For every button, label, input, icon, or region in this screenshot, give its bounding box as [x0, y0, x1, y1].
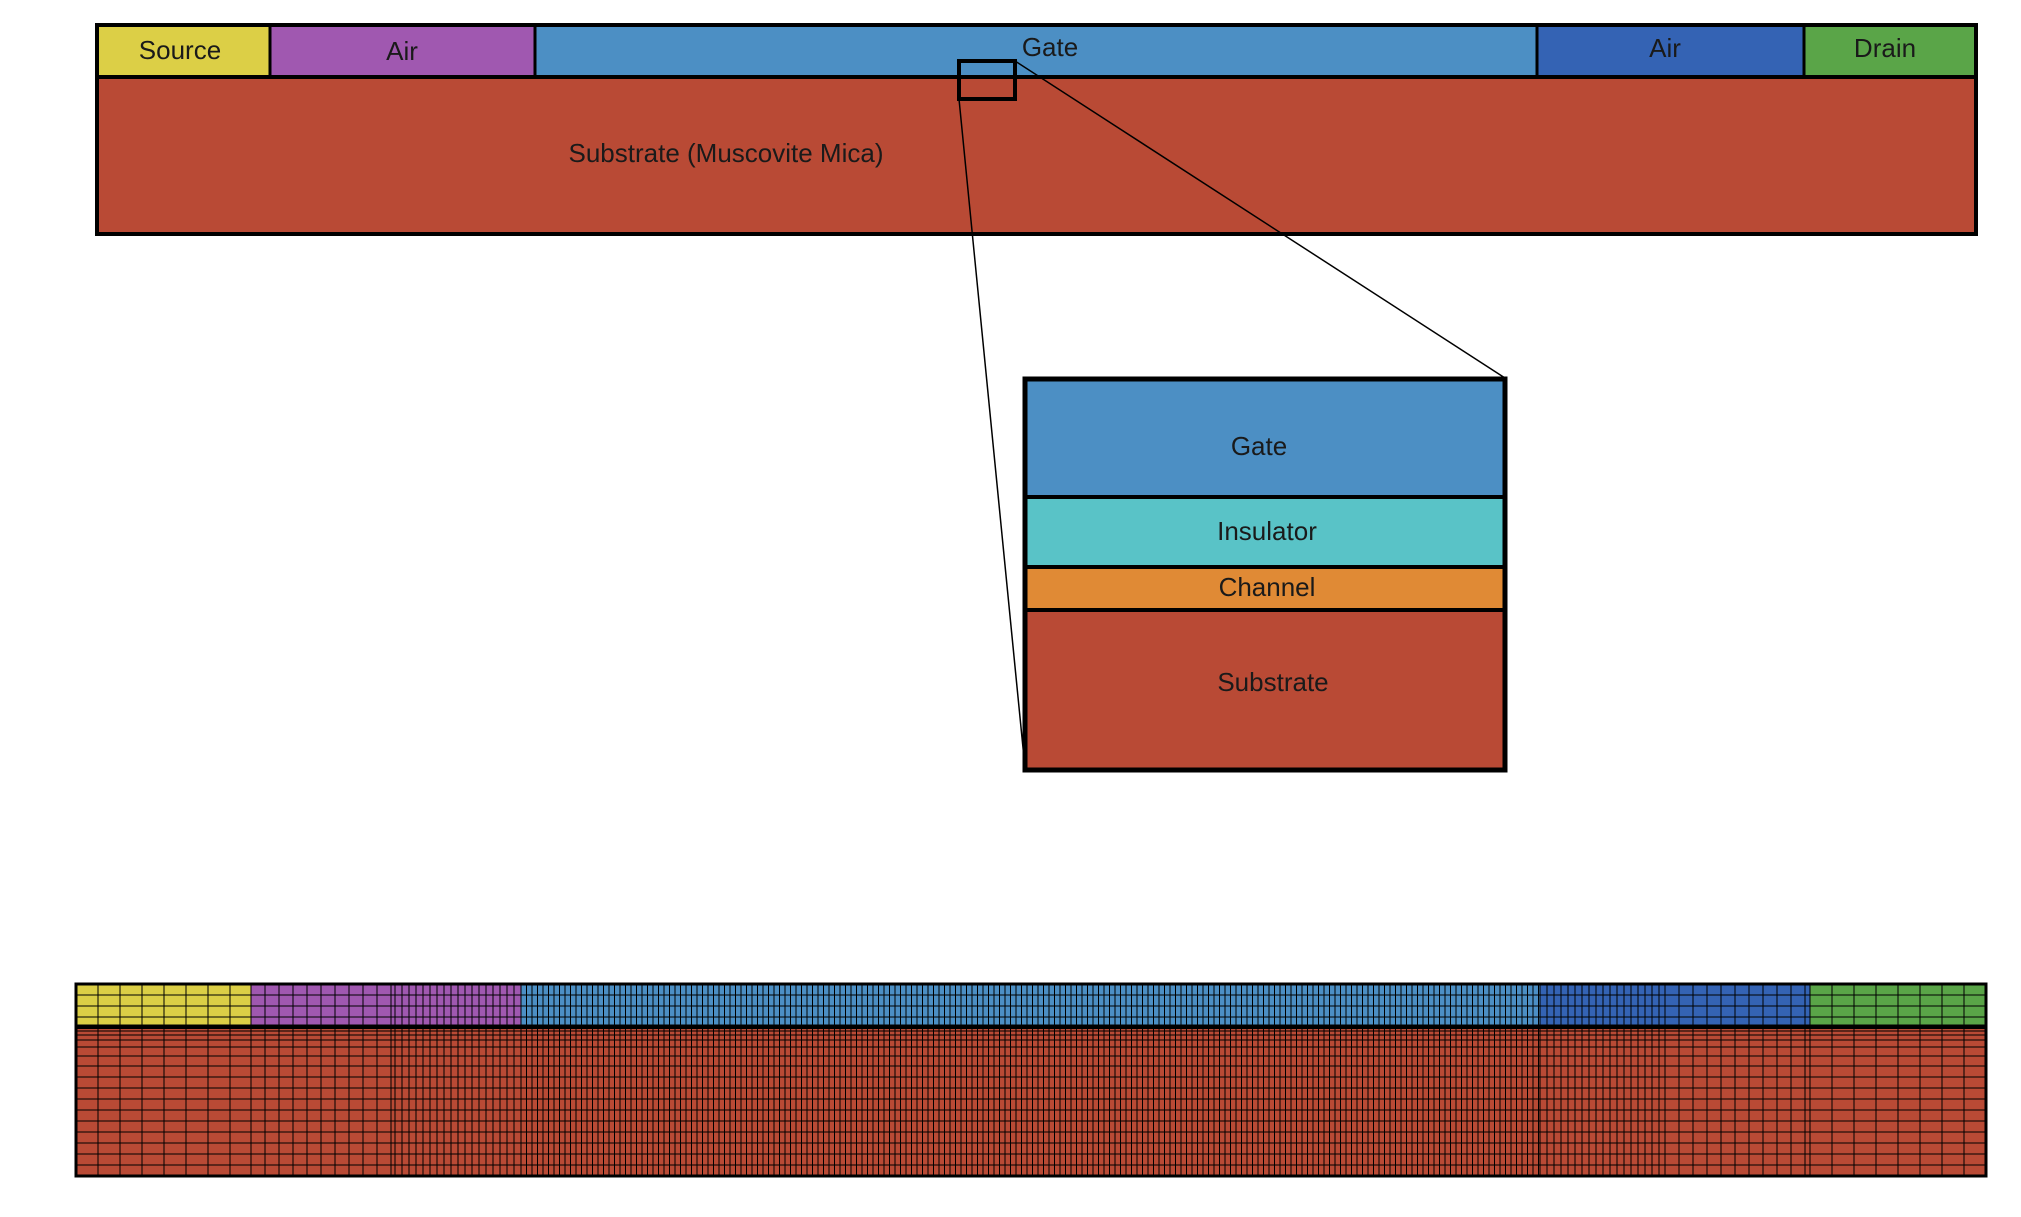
zoom-guide-line-left [958, 98, 1026, 769]
substrate-region [97, 77, 1976, 234]
inset-gate-layer [1025, 379, 1505, 497]
zoom-selection-box [957, 59, 1017, 101]
inset-insulator-label: Insulator [1217, 516, 1317, 546]
inset-channel-label: Channel [1219, 572, 1316, 602]
inset-substrate-label: Substrate [1217, 667, 1328, 697]
source-label: Source [139, 35, 221, 65]
mesh-outline [74, 982, 1988, 1178]
mesh-interface-line [76, 1025, 1986, 1029]
device-outline [95, 23, 1978, 236]
drain-label: Drain [1854, 33, 1916, 63]
zoom-callout [957, 59, 1506, 769]
inset-outline [1022, 376, 1508, 773]
zoom-inset-stack: Gate Insulator Channel Substrate [1022, 376, 1508, 773]
air-left-label: Air [386, 36, 418, 66]
air-region-right [1537, 25, 1804, 77]
air-right-label: Air [1649, 33, 1681, 63]
mesh-substrate-region [76, 1028, 1986, 1176]
device-cross-section: Source Air Gate Air Drain Substrate (Mus… [95, 23, 1978, 236]
inset-substrate-layer [1025, 610, 1505, 770]
gate-label: Gate [1022, 32, 1078, 62]
drain-region [1804, 25, 1976, 77]
gate-region [535, 25, 1537, 77]
inset-insulator-layer [1025, 497, 1505, 567]
source-region [97, 25, 270, 77]
inset-gate-label: Gate [1231, 431, 1287, 461]
simulation-mesh [74, 982, 1988, 1178]
substrate-muscovite-label: Substrate (Muscovite Mica) [569, 138, 884, 168]
air-region-left [270, 25, 535, 77]
zoom-guide-line-right [1014, 60, 1506, 379]
inset-channel-layer [1025, 567, 1505, 610]
